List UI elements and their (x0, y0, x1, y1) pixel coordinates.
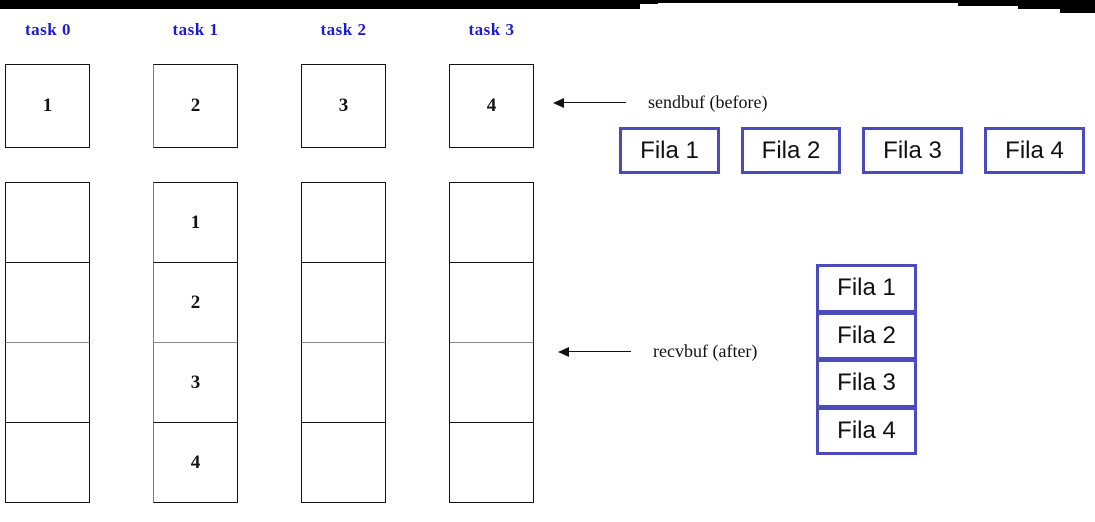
arrow-shaft (569, 350, 631, 353)
fila-box-stack-1: Fila 1 (816, 264, 917, 313)
fila-box-row-4: Fila 4 (984, 127, 1085, 174)
recvbuf-cell-task0-row1 (5, 262, 90, 343)
scan-edge-artifact (958, 0, 1018, 6)
sendbuf-cell-task3: 4 (449, 64, 534, 148)
recvbuf-cell-task2-row1 (301, 262, 386, 343)
arrow-left-icon (553, 97, 564, 108)
recvbuf-cell-task1-row0: 1 (153, 182, 238, 263)
sendbuf-annotation: sendbuf (before) (553, 92, 767, 113)
recvbuf-cell-task1-row1: 2 (153, 262, 238, 343)
fila-box-stack-4: Fila 4 (816, 406, 917, 455)
scan-edge-artifact (658, 0, 958, 3)
recvbuf-label: recvbuf (after) (653, 341, 758, 361)
recvbuf-cell-task2-row0 (301, 182, 386, 263)
fila-stack: Fila 1 Fila 2 Fila 3 Fila 4 (816, 264, 917, 455)
recvbuf-cell-task3-row3 (449, 422, 534, 503)
recvbuf-cell-task0-row0 (5, 182, 90, 263)
fila-box-stack-3: Fila 3 (816, 359, 917, 408)
sendbuf-cell-task1: 2 (153, 64, 238, 148)
arrow-shaft (564, 101, 626, 104)
sendbuf-cell-task2: 3 (301, 64, 386, 148)
arrow-left-icon (558, 346, 569, 357)
recvbuf-cell-task3-row1 (449, 262, 534, 343)
recvbuf-cell-task0-row3 (5, 422, 90, 503)
sendbuf-label: sendbuf (before) (648, 92, 768, 112)
task-label-1: task 1 (172, 20, 219, 39)
recvbuf-cell-task1-row2: 3 (153, 342, 238, 423)
fila-box-stack-2: Fila 2 (816, 311, 917, 360)
fila-box-row-2: Fila 2 (741, 127, 841, 174)
recvbuf-cell-task2-row3 (301, 422, 386, 503)
task-label-2: task 2 (320, 20, 367, 39)
recvbuf-cell-task3-row0 (449, 182, 534, 263)
fila-box-row-3: Fila 3 (862, 127, 963, 174)
recvbuf-cell-task1-row3: 4 (153, 422, 238, 503)
recvbuf-annotation: recvbuf (after) (558, 341, 757, 362)
fila-box-row-1: Fila 1 (619, 127, 720, 174)
sendbuf-cell-task0: 1 (5, 64, 90, 148)
task-label-0: task 0 (25, 20, 71, 39)
scan-edge-artifact (0, 0, 640, 9)
recvbuf-cell-task0-row2 (5, 342, 90, 423)
task-label-3: task 3 (468, 20, 515, 39)
scan-edge-artifact (1018, 0, 1095, 9)
scan-edge-artifact (640, 0, 658, 4)
recvbuf-cell-task2-row2 (301, 342, 386, 423)
recvbuf-cell-task3-row2 (449, 342, 534, 423)
scan-edge-artifact (1060, 9, 1095, 13)
